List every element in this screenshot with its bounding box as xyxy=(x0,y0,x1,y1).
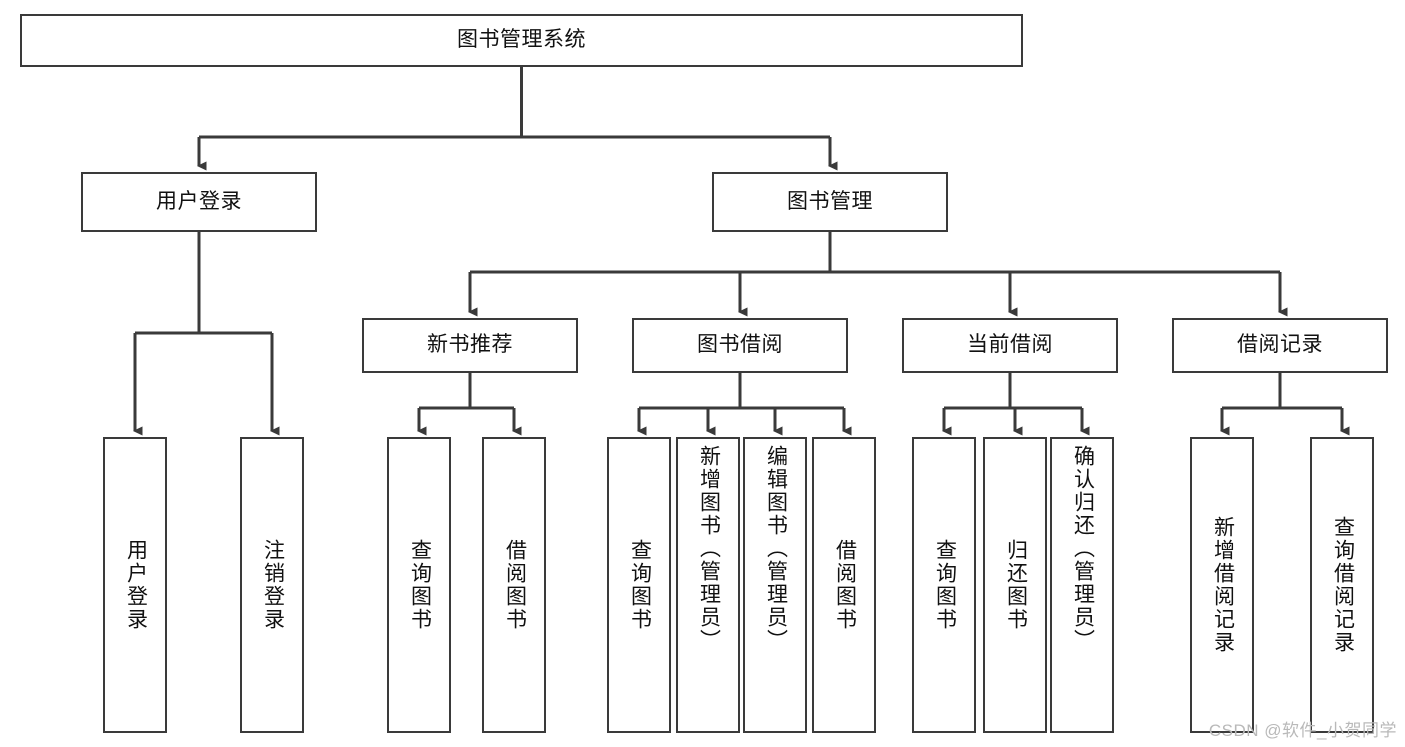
node-leaf-user-logout[interactable]: 注销登录 xyxy=(240,437,304,733)
node-leaf-borrow-book-recommend-label: 借阅图书 xyxy=(503,539,527,631)
node-leaf-query-book-current[interactable]: 查询图书 xyxy=(912,437,976,733)
node-leaf-return-book-label: 归还图书 xyxy=(1004,539,1028,631)
node-leaf-edit-book-admin[interactable]: 编辑图书（管理员） xyxy=(743,437,807,733)
node-user-login-label: 用户登录 xyxy=(156,189,242,213)
node-leaf-return-book[interactable]: 归还图书 xyxy=(983,437,1047,733)
node-leaf-query-borrow-record-label: 查询借阅记录 xyxy=(1331,516,1355,654)
node-leaf-borrow-book-recommend[interactable]: 借阅图书 xyxy=(482,437,546,733)
node-leaf-query-book-recommend-label: 查询图书 xyxy=(408,539,432,631)
node-current-borrow-label: 当前借阅 xyxy=(967,333,1053,357)
node-borrow-record[interactable]: 借阅记录 xyxy=(1172,318,1388,373)
node-borrow-record-label: 借阅记录 xyxy=(1237,333,1323,357)
node-user-login[interactable]: 用户登录 xyxy=(81,172,317,232)
node-leaf-borrow-book-label: 借阅图书 xyxy=(833,539,857,631)
node-leaf-query-borrow-record[interactable]: 查询借阅记录 xyxy=(1310,437,1374,733)
node-leaf-user-login-label: 用户登录 xyxy=(124,539,148,631)
node-root-system[interactable]: 图书管理系统 xyxy=(20,14,1023,67)
node-leaf-edit-book-admin-label: 编辑图书（管理员） xyxy=(764,445,788,652)
node-leaf-query-book-recommend[interactable]: 查询图书 xyxy=(387,437,451,733)
node-leaf-user-login[interactable]: 用户登录 xyxy=(103,437,167,733)
node-leaf-confirm-return-admin[interactable]: 确认归还（管理员） xyxy=(1050,437,1114,733)
node-leaf-query-book-current-label: 查询图书 xyxy=(933,539,957,631)
node-book-manage-label: 图书管理 xyxy=(787,189,873,213)
csdn-watermark: CSDN @软件_小贺同学 xyxy=(1208,721,1397,740)
node-new-book-recommend-label: 新书推荐 xyxy=(427,333,513,357)
node-leaf-add-borrow-record-label: 新增借阅记录 xyxy=(1211,516,1235,654)
node-current-borrow[interactable]: 当前借阅 xyxy=(902,318,1118,373)
node-leaf-add-book-admin-label: 新增图书（管理员） xyxy=(697,445,721,652)
node-leaf-confirm-return-admin-label: 确认归还（管理员） xyxy=(1071,445,1095,652)
node-root-label: 图书管理系统 xyxy=(457,28,586,52)
node-leaf-query-book-borrow[interactable]: 查询图书 xyxy=(607,437,671,733)
node-new-book-recommend[interactable]: 新书推荐 xyxy=(362,318,578,373)
node-book-borrow-label: 图书借阅 xyxy=(697,333,783,357)
node-book-manage[interactable]: 图书管理 xyxy=(712,172,948,232)
node-leaf-add-borrow-record[interactable]: 新增借阅记录 xyxy=(1190,437,1254,733)
node-book-borrow[interactable]: 图书借阅 xyxy=(632,318,848,373)
node-leaf-query-book-borrow-label: 查询图书 xyxy=(628,539,652,631)
node-leaf-user-logout-label: 注销登录 xyxy=(261,539,285,631)
node-leaf-borrow-book[interactable]: 借阅图书 xyxy=(812,437,876,733)
node-leaf-add-book-admin[interactable]: 新增图书（管理员） xyxy=(676,437,740,733)
